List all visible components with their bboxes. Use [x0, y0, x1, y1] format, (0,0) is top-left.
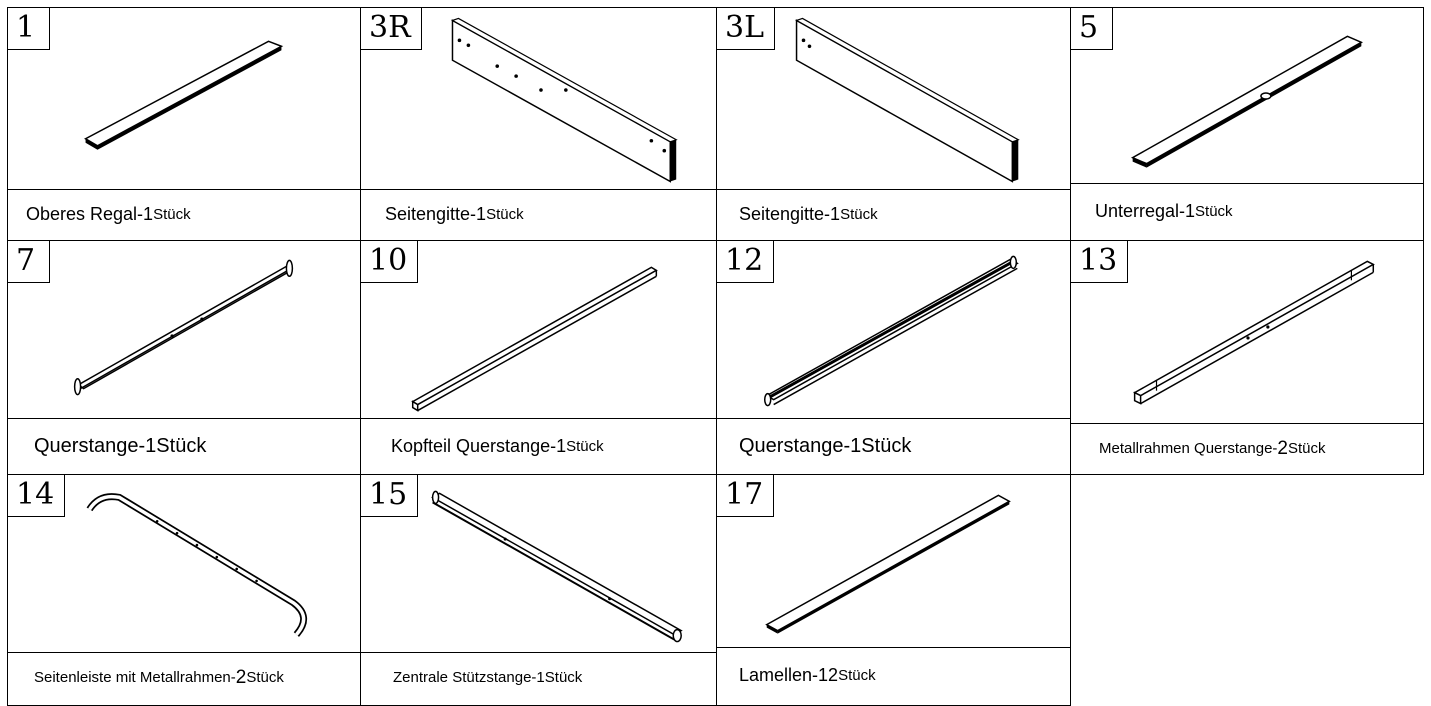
- part-name: Metallrahmen Querstange-: [1099, 440, 1278, 457]
- part-count: 2: [1277, 437, 1288, 459]
- part-number: 1: [8, 8, 50, 50]
- part-count: 2: [235, 666, 247, 688]
- part-unit: Stück: [566, 437, 604, 455]
- left-side-rail-drawing: [795, 17, 1020, 183]
- metal-frame-cross-bar-drawing: [1133, 260, 1375, 405]
- part-unit: Stück: [861, 434, 912, 457]
- part-name: Querstange-1: [739, 434, 862, 457]
- center-support-bar-drawing: [431, 490, 683, 643]
- part-name: Zentrale Stützstange-1: [393, 669, 545, 686]
- part-image-area: [8, 241, 360, 419]
- part-number: 17: [717, 475, 775, 517]
- part-image-area: [361, 8, 716, 190]
- part-number: 15: [361, 475, 419, 517]
- part-name: Seitenleiste mit Metallrahmen-: [34, 669, 236, 686]
- part-number: 5: [1071, 8, 1113, 50]
- part-name: Querstange-1: [34, 434, 157, 457]
- part-image-area: [1071, 241, 1423, 424]
- cross-bar-drawing: [73, 259, 294, 396]
- part-number: 12: [717, 241, 775, 283]
- slat-drawing: [765, 494, 1011, 634]
- headboard-cross-bar-drawing: [411, 266, 658, 412]
- part-image-area: [717, 475, 1070, 648]
- part-unit: Stück: [544, 669, 583, 686]
- part-name: Unterregal-1: [1095, 201, 1196, 221]
- part-name: Oberes Regal-1: [26, 204, 154, 224]
- part-unit: Stück: [840, 206, 878, 223]
- part-number: 14: [8, 475, 66, 517]
- part-name: Seitengitte-1: [739, 204, 841, 224]
- part-image-area: [8, 475, 360, 653]
- part-unit: Stück: [1288, 440, 1326, 457]
- part-number: 3L: [717, 8, 776, 50]
- part-name: Lamellen-12: [739, 664, 839, 685]
- part-image-area: [1071, 8, 1423, 184]
- part-unit: Stück: [156, 434, 207, 457]
- part-image-area: [717, 241, 1070, 419]
- lower-shelf-board-drawing: [1130, 35, 1364, 168]
- part-number: 10: [361, 241, 419, 283]
- part-image-area: [8, 8, 360, 190]
- upper-shelf-board-drawing: [84, 40, 284, 150]
- slatted-cross-bar-drawing: [763, 255, 1019, 407]
- part-number: 13: [1071, 241, 1129, 283]
- part-number: 3R: [361, 8, 422, 50]
- side-rail-metal-frame-drawing: [86, 493, 308, 637]
- part-unit: Stück: [486, 206, 524, 223]
- part-unit: Stück: [246, 669, 284, 686]
- part-unit: Stück: [1195, 203, 1233, 220]
- part-image-area: [717, 8, 1070, 190]
- part-unit: Stück: [153, 206, 191, 223]
- right-side-rail-drawing: [451, 17, 678, 183]
- part-unit: Stück: [838, 666, 876, 684]
- part-image-area: [361, 241, 716, 419]
- part-image-area: [361, 475, 716, 653]
- part-name: Seitengitte-1: [385, 204, 487, 224]
- part-number: 7: [8, 241, 50, 283]
- part-name: Kopfteil Querstange-1: [391, 435, 567, 456]
